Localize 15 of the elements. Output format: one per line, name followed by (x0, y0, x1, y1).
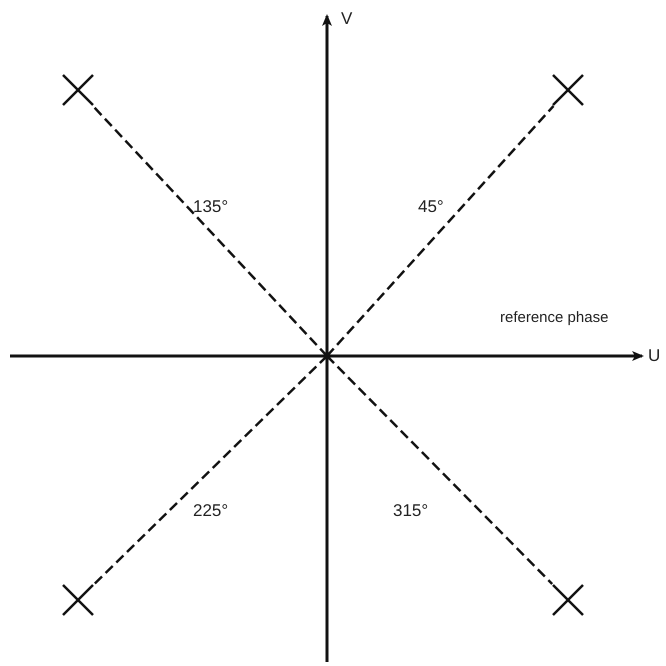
axis-label: 135° (193, 198, 228, 215)
axis-label: reference phase (500, 310, 608, 325)
axis-label: V (341, 10, 352, 27)
dashed-line (326, 105, 554, 357)
cross-marker (552, 74, 584, 106)
axis-label: U (648, 347, 660, 364)
cross-marker (552, 584, 584, 616)
dashed-line (326, 355, 554, 585)
cross-marker (62, 74, 94, 106)
axis-label: 45° (418, 198, 444, 215)
cross-marker (62, 584, 94, 616)
dashed-line (93, 355, 328, 586)
dashed-line (92, 105, 328, 357)
axis-label: 225° (193, 502, 228, 519)
axis-label: 315° (393, 502, 428, 519)
